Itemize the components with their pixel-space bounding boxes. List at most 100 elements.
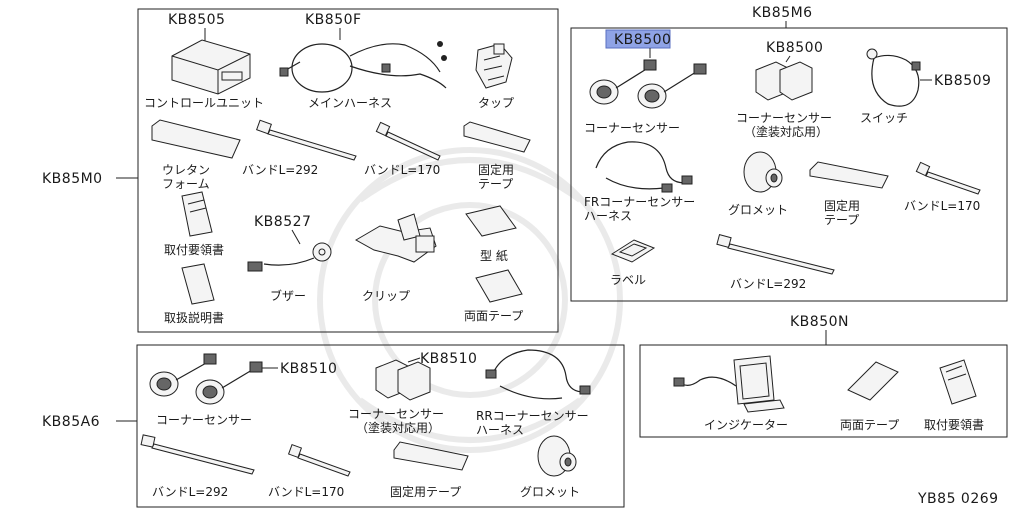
indicator-icon <box>673 355 785 413</box>
part-urethane-foam[interactable]: ウレタン フォーム <box>151 119 241 191</box>
part-label-band-292-a6: バンドL=292 <box>152 485 228 499</box>
highlight-marker <box>605 29 671 49</box>
cable-tie-short-icon <box>375 121 441 161</box>
part-indicator[interactable]: インジケーター <box>673 355 788 432</box>
part-template[interactable]: 型 紙 <box>465 205 517 263</box>
part-label-buzzer: ブザー <box>270 288 306 303</box>
double-tape-icon <box>847 361 899 401</box>
part-tap[interactable]: タップ <box>475 43 514 110</box>
part-label-fr-harness-2: ハーネス <box>584 209 632 223</box>
fr-harness-icon <box>595 141 693 193</box>
part-label-clip: クリップ <box>362 289 410 303</box>
part-label-fixing-tape-m6-1: 固定用 <box>824 198 860 213</box>
diagram-id: YB85 0269 <box>917 491 999 507</box>
part-label-rr-harness-1: RRコーナーセンサー <box>476 409 589 423</box>
cable-tie-long-icon <box>716 234 835 275</box>
part-label-corner-sensor-a6: コーナーセンサー <box>156 413 252 427</box>
tap-icon <box>475 43 513 89</box>
part-label-grommet-a6: グロメット <box>520 485 580 499</box>
part-band-170-a6[interactable]: バンドL=170 <box>268 443 351 499</box>
part-code-kb8509: KB8509 <box>934 73 991 89</box>
rr-harness-icon <box>485 349 591 400</box>
group-code-kb85m6: KB85M6 <box>752 5 813 21</box>
part-label-label-sticker: ラベル <box>610 273 646 287</box>
part-grommet-m6[interactable]: グロメット <box>728 151 788 217</box>
group-code-kb850n: KB850N <box>790 314 849 330</box>
group-kb85m6-box <box>570 27 1008 302</box>
part-label-fixing-tape-m6-2: テープ <box>824 213 859 227</box>
part-buzzer[interactable]: KB8527 ブザー <box>247 214 332 303</box>
group-kb85a6: KB85A6 KB8510 コーナーセンサー <box>42 344 625 508</box>
part-grommet-a6[interactable]: グロメット <box>520 435 580 499</box>
part-band-170-m6[interactable]: バンドL=170 <box>904 161 981 213</box>
part-label-corner-sensor-paint-m6-1: コーナーセンサー <box>736 111 832 125</box>
double-tape-icon <box>475 269 523 303</box>
part-label-fr-harness-1: FRコーナーセンサー <box>584 195 695 209</box>
part-label-rr-harness-2: ハーネス <box>476 423 524 437</box>
control-unit-icon <box>171 39 251 95</box>
switch-icon <box>866 48 921 107</box>
urethane-foam-icon <box>151 119 241 159</box>
group-kb85m0: KB85M0 KB8505 コントロールユニット KB850F メインハーネス <box>42 8 559 333</box>
paint-sensor-box-icon <box>755 61 813 101</box>
part-code-kb850f: KB850F <box>305 12 362 28</box>
part-band-292-a6[interactable]: バンドL=292 <box>140 434 255 499</box>
part-main-harness[interactable]: KB850F メインハーネス <box>279 12 447 110</box>
part-label-band-170: バンドL=170 <box>364 163 440 177</box>
part-label-corner-sensor-paint-a6-2: （塗装対応用） <box>356 420 440 435</box>
manual-book-icon <box>181 263 215 305</box>
group-kb85m0-box <box>137 8 559 333</box>
part-label-install-guide-n: 取付要領書 <box>924 417 984 432</box>
part-band-170[interactable]: バンドL=170 <box>364 121 441 177</box>
part-fixing-tape-m6[interactable]: 固定用 テープ <box>809 161 889 227</box>
part-band-292-m6[interactable]: バンドL=292 <box>716 234 835 291</box>
part-code-kb8510-a: KB8510 <box>280 361 337 377</box>
part-fr-harness[interactable]: FRコーナーセンサー ハーネス <box>584 141 695 223</box>
main-harness-icon <box>279 41 447 93</box>
part-label-corner-sensor-m6: コーナーセンサー <box>584 121 680 135</box>
part-corner-sensor-paint-m6[interactable]: KB8500 コーナーセンサー （塗装対応用） <box>736 40 832 139</box>
part-label-fixing-tape-2: テープ <box>478 177 513 191</box>
part-double-tape-n[interactable]: 両面テープ <box>840 361 899 432</box>
part-label-sticker[interactable]: ラベル <box>610 239 656 287</box>
part-fixing-tape-a6[interactable]: 固定用テープ <box>390 441 469 499</box>
part-install-guide-n[interactable]: 取付要領書 <box>924 359 984 432</box>
part-switch[interactable]: KB8509 スイッチ <box>860 48 991 125</box>
part-code-kb8500: KB8500 <box>766 40 823 56</box>
group-kb850n: KB850N インジケーター 両面テープ 取付要領書 <box>639 314 1008 438</box>
grommet-icon <box>743 151 783 193</box>
group-code-kb85a6: KB85A6 <box>42 414 100 430</box>
grommet-icon <box>537 435 577 477</box>
part-label-control-unit: コントロールユニット <box>144 96 264 110</box>
part-corner-sensor-paint-a6[interactable]: KB8510 コーナーセンサー （塗装対応用） <box>348 351 477 435</box>
part-label-band-170-m6: バンドL=170 <box>904 199 980 213</box>
clip-icon <box>354 213 437 263</box>
part-fixing-tape[interactable]: 固定用 テープ <box>463 121 531 191</box>
part-code-kb8500-highlight: KB8500 <box>614 32 671 48</box>
part-label-urethane-foam-2: フォーム <box>162 177 210 191</box>
cable-tie-long-icon <box>140 434 255 475</box>
part-code-kb8510-b: KB8510 <box>420 351 477 367</box>
part-label-tap: タップ <box>478 96 514 110</box>
paint-sensor-box-icon <box>375 359 431 401</box>
part-clip[interactable]: クリップ <box>354 213 437 303</box>
template-sheet-icon <box>465 205 517 237</box>
part-double-tape[interactable]: 両面テープ <box>464 269 523 323</box>
part-label-template: 型 紙 <box>480 248 508 263</box>
part-manual[interactable]: 取扱説明書 <box>164 263 224 325</box>
part-install-guide[interactable]: 取付要領書 <box>164 191 224 257</box>
label-sticker-icon <box>610 239 656 263</box>
part-label-urethane-foam-1: ウレタン <box>162 163 210 177</box>
fixing-tape-icon <box>463 121 531 153</box>
document-icon <box>181 191 213 237</box>
part-band-292[interactable]: バンドL=292 <box>242 119 357 177</box>
part-rr-harness[interactable]: RRコーナーセンサー ハーネス <box>476 349 591 437</box>
group-kb85m6: KB85M6 KB8500 コーナーセンサー KB8500 <box>570 5 1008 302</box>
part-control-unit[interactable]: KB8505 コントロールユニット <box>144 12 264 110</box>
part-label-band-292-m6: バンドL=292 <box>730 277 806 291</box>
part-corner-sensor-m6[interactable]: KB8500 コーナーセンサー <box>584 29 707 135</box>
part-label-corner-sensor-paint-a6-1: コーナーセンサー <box>348 407 444 421</box>
watermark <box>317 147 623 453</box>
part-corner-sensor-a6[interactable]: KB8510 コーナーセンサー <box>149 353 337 427</box>
